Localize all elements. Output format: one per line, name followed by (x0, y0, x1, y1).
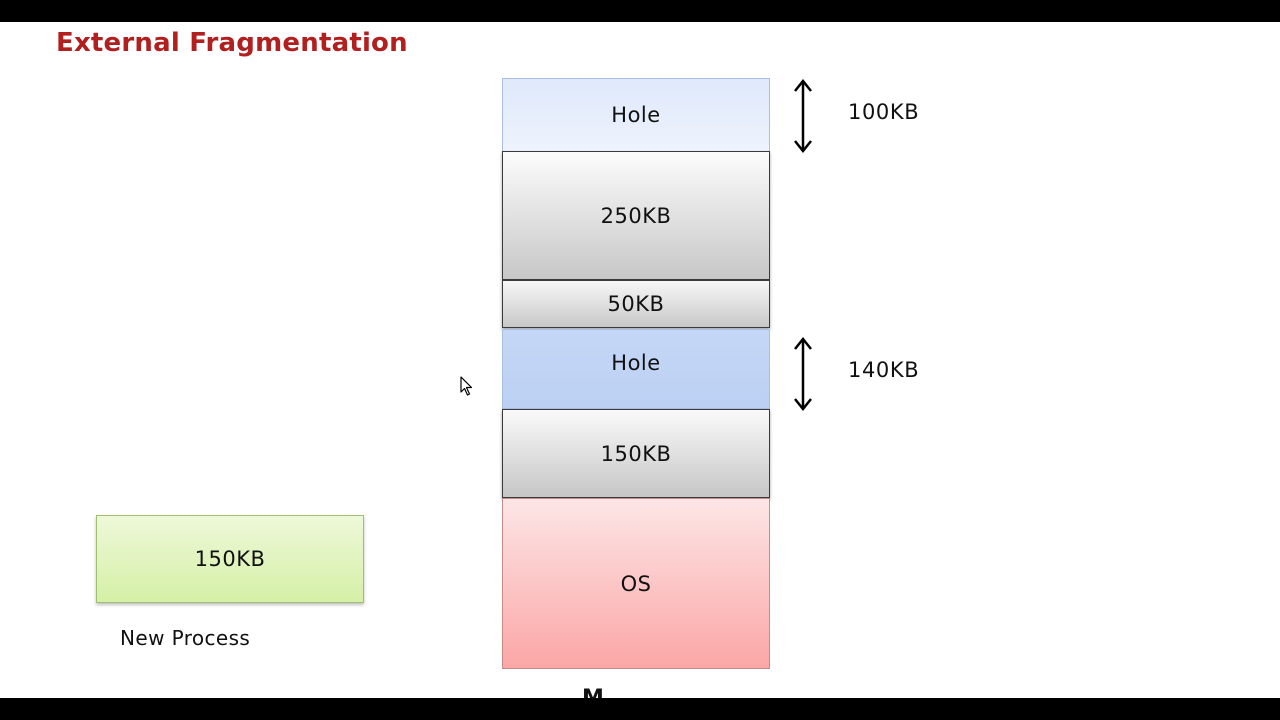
slide-title: External Fragmentation (56, 28, 408, 58)
double-arrow-icon (794, 78, 812, 154)
new-process-label: New Process (120, 626, 251, 650)
memory-hole-top: Hole (502, 78, 770, 152)
memory-caption-partial: M (582, 686, 604, 698)
memory-block-50kb: 50KB (502, 280, 770, 328)
memory-block-250kb: 250KB (502, 151, 770, 280)
memory-hole-middle: Hole (502, 329, 770, 409)
double-arrow-icon (794, 336, 812, 412)
hole-size-label-top: 100KB (848, 100, 920, 124)
mouse-pointer-icon (460, 376, 473, 396)
slide: External Fragmentation Hole 250KB 50KB H… (0, 22, 1280, 698)
memory-block-os: OS (502, 498, 770, 669)
new-process-block: 150KB (96, 515, 364, 603)
memory-block-150kb: 150KB (502, 409, 770, 498)
hole-size-label-middle: 140KB (848, 358, 920, 382)
